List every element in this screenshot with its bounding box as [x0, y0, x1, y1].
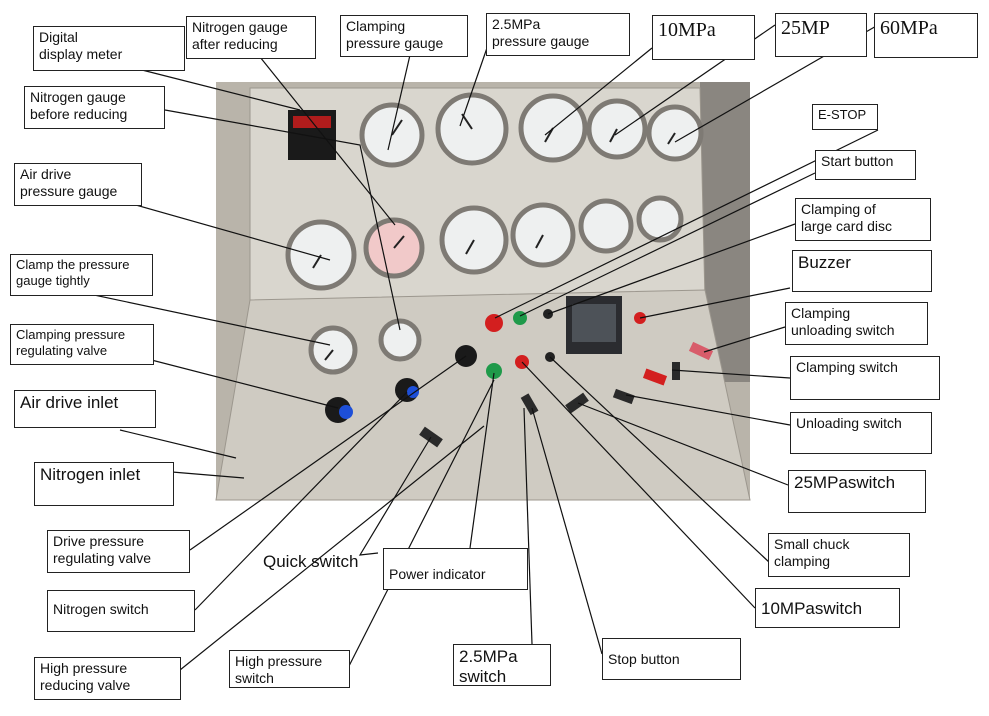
leader-start-button — [519, 172, 816, 317]
leader-unload-switch — [625, 394, 791, 426]
leader-drive-valve — [189, 355, 467, 551]
label-e-stop: E-STOP — [812, 104, 878, 130]
leader-n2-before — [164, 109, 401, 331]
leader-power-indicator — [469, 372, 495, 549]
label-60mpa: 60MPa — [874, 13, 978, 58]
label-nitrogen-gauge-after-reducing: Nitrogen gauge after reducing — [186, 16, 316, 59]
leader-2-5mpa-switch — [523, 407, 533, 645]
label-10mpa-switch: 10MPaswitch — [755, 588, 900, 628]
leader-10mpa — [544, 47, 653, 136]
leader-small-chuck — [549, 356, 771, 564]
leader-n2-inlet — [171, 471, 245, 479]
label-high-pressure-reducing-valve: High pressure reducing valve — [34, 657, 181, 700]
label-unloading-switch: Unloading switch — [790, 412, 932, 454]
label-clamping-switch: Clamping switch — [790, 356, 940, 400]
leader-clamp-tight — [79, 291, 331, 346]
leader-clamp-large — [547, 223, 796, 315]
label-power-indicator: Power indicator — [383, 548, 528, 590]
leader-clamp-valve — [131, 354, 339, 409]
label-clamping-pressure-regulating-valve: Clamping pressure regulating valve — [10, 324, 154, 365]
label-drive-pressure-regulating-valve: Drive pressure regulating valve — [47, 530, 190, 573]
leader-air-inlet — [119, 429, 237, 459]
leader-2-5mpa-gauge — [459, 44, 489, 127]
leader-n2-switch — [194, 391, 408, 611]
label-25mp: 25MP — [775, 13, 867, 57]
label-clamping-large-card-disc: Clamping of large card disc — [795, 198, 931, 241]
leader-air-drive-gauge — [117, 199, 331, 261]
label-buzzer: Buzzer — [792, 250, 932, 292]
leader-10mpa-switch — [521, 361, 756, 609]
label-nitrogen-switch: Nitrogen switch — [47, 590, 195, 632]
leader-clamp-switch — [671, 369, 791, 379]
label-stop-button: Stop button — [602, 638, 741, 680]
label-start-button: Start button — [815, 150, 916, 180]
label-nitrogen-gauge-before-reducing: Nitrogen gauge before reducing — [24, 86, 165, 129]
label-clamp-pressure-gauge-tightly: Clamp the pressure gauge tightly — [10, 254, 153, 296]
leader-quick-switch — [358, 436, 432, 556]
label-clamping-unloading-switch: Clamping unloading switch — [785, 302, 928, 345]
leader-stop-button — [531, 407, 603, 655]
label-clamping-pressure-gauge: Clamping pressure gauge — [340, 15, 468, 57]
label-10mpa: 10MPa — [652, 15, 755, 60]
leader-clamping-gauge — [387, 54, 411, 151]
leader-hp-valve — [179, 425, 485, 671]
label-air-drive-inlet: Air drive inlet — [14, 390, 156, 428]
leader-digital-display — [141, 69, 301, 111]
leader-buzzer — [639, 287, 791, 319]
leader-n2-after — [259, 56, 396, 226]
label-high-pressure-switch: High pressure switch — [229, 650, 350, 688]
label-2-5mpa-switch: 2.5MPa switch — [453, 644, 551, 686]
leader-clamp-unload — [703, 326, 786, 353]
leader-25mpa-switch — [577, 402, 789, 486]
leader-hp-switch — [347, 379, 495, 669]
label-nitrogen-inlet: Nitrogen inlet — [34, 462, 174, 506]
leader-estop — [494, 129, 879, 319]
label-quick-switch: Quick switch — [263, 552, 359, 571]
label-2-5mpa-pressure-gauge: 2.5MPa pressure gauge — [486, 13, 630, 56]
label-digital-display: Digital display meter — [33, 26, 185, 71]
label-25mpa-switch: 25MPaswitch — [788, 470, 926, 513]
label-air-drive-pressure-gauge: Air drive pressure gauge — [14, 163, 142, 206]
label-small-chuck-clamping: Small chuck clamping — [768, 533, 910, 577]
